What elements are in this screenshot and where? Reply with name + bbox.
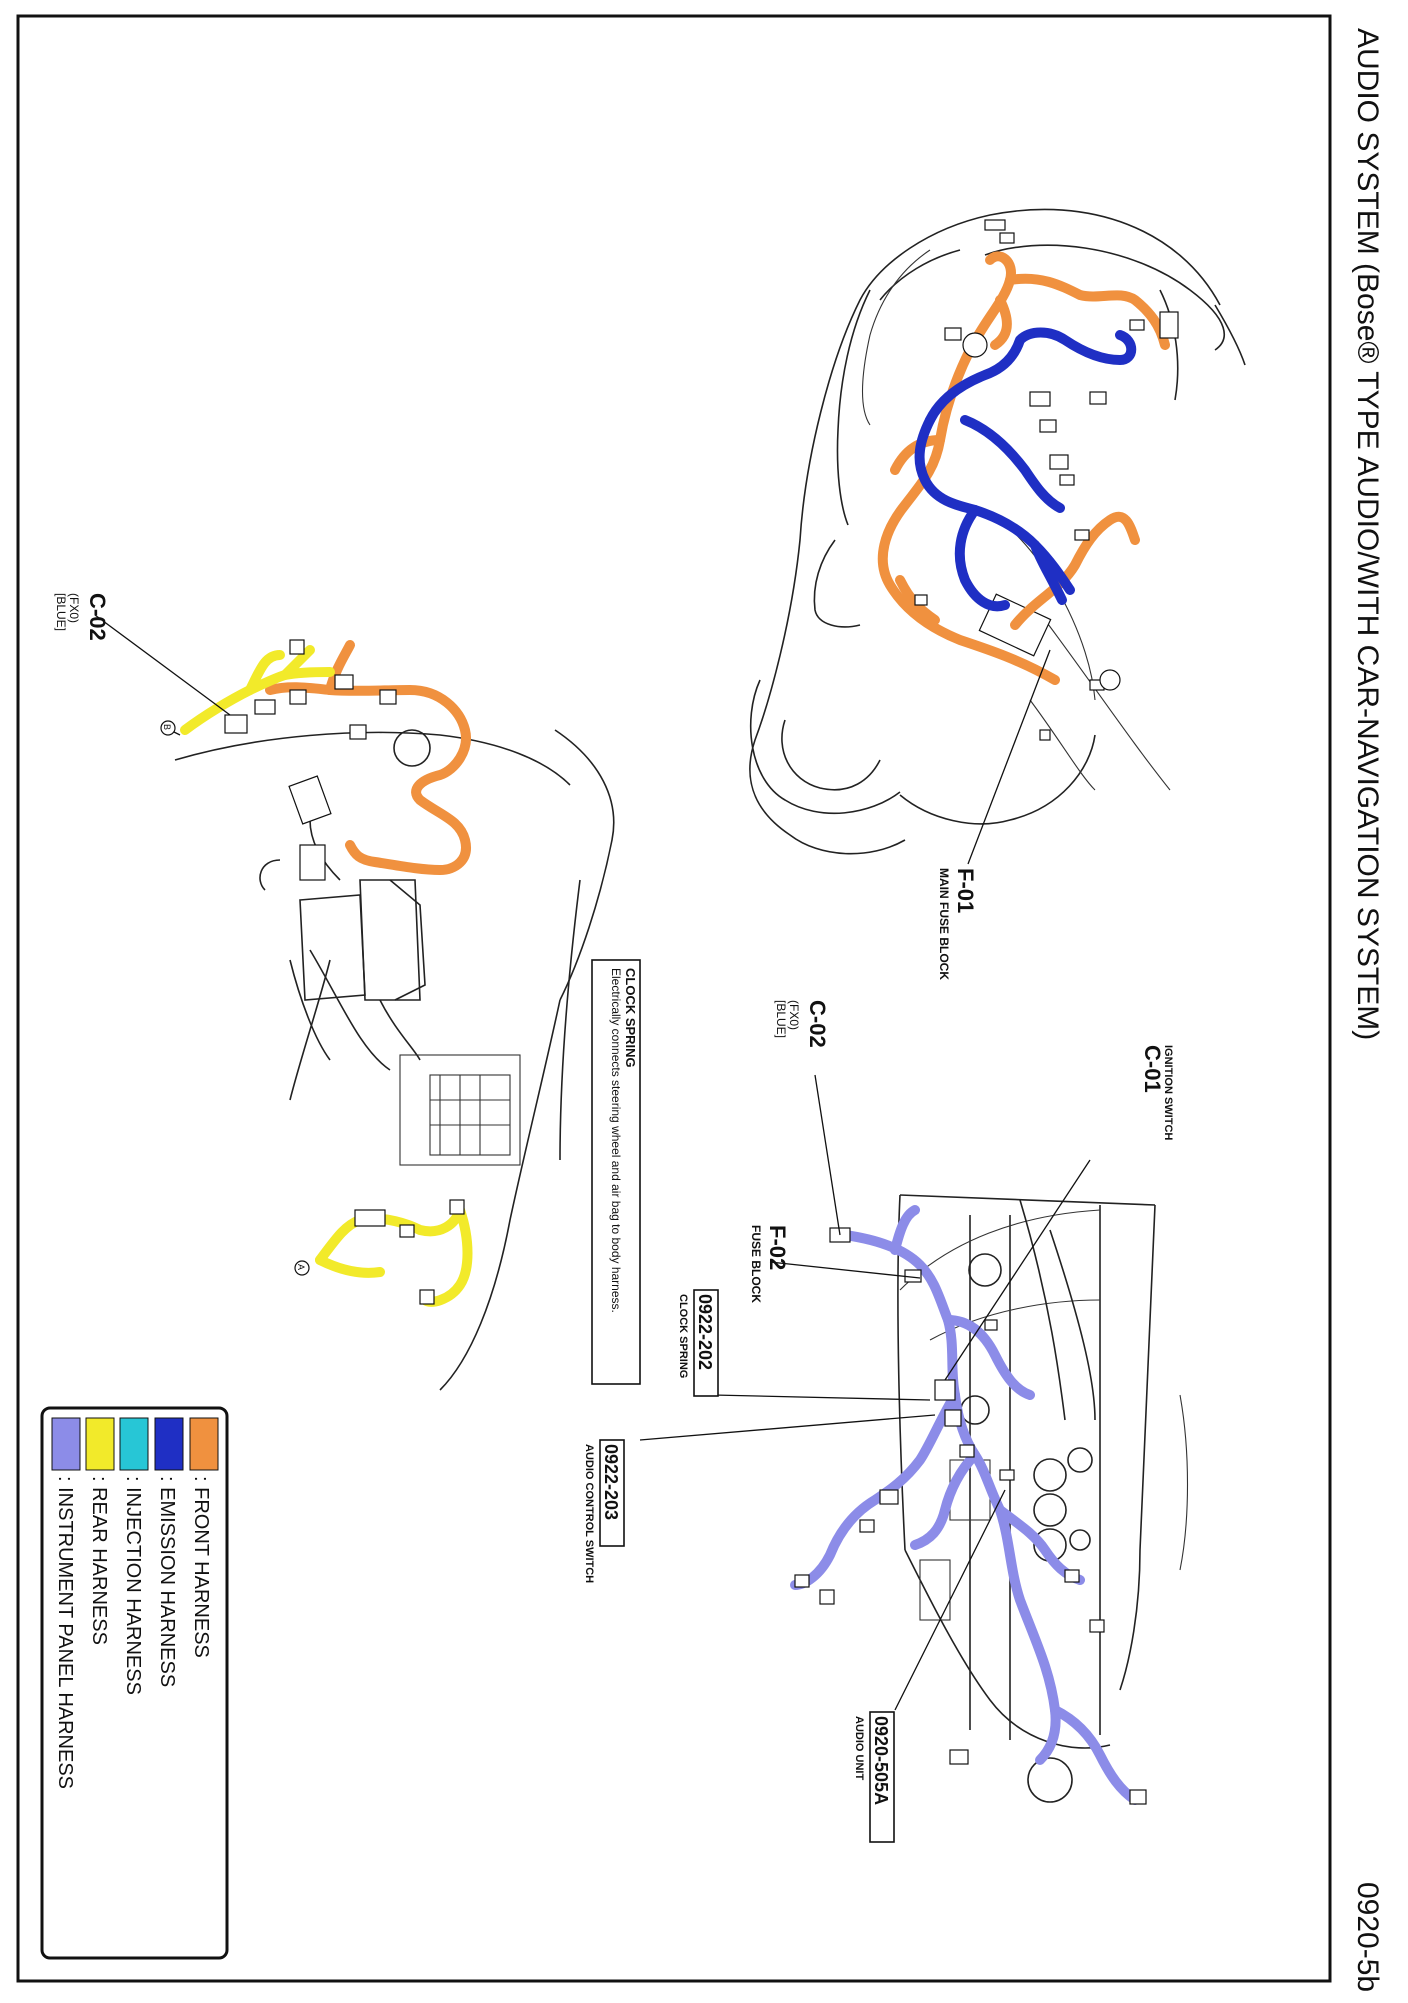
c02-top-code: C-02	[805, 1000, 830, 1048]
c02-top-sub1: (FX0)	[787, 1000, 801, 1030]
clock-spring-note-title: CLOCK SPRING	[623, 968, 638, 1068]
c02-left-leader	[94, 614, 231, 716]
f01-label: MAIN FUSE BLOCK	[937, 868, 951, 980]
au505-label: AUDIO UNIT	[853, 1716, 865, 1780]
au505-box	[869, 1711, 895, 1843]
au505-code: 0920-505A	[871, 1716, 891, 1805]
legend-label-instrument-panel: : INSTRUMENT PANEL HARNESS	[54, 1476, 76, 1789]
cs202-label: CLOCK SPRING	[677, 1294, 689, 1378]
acs203-code: 0922-203	[601, 1444, 621, 1520]
legend-label-rear: : REAR HARNESS	[88, 1476, 110, 1645]
c02-left-sub2: [BLUE]	[54, 593, 68, 631]
c02-left-sub1: (FX0)	[67, 593, 81, 623]
f02-code: F-02	[765, 1225, 790, 1270]
acs203-leader	[639, 1414, 936, 1441]
legend-label-front: : FRONT HARNESS	[190, 1476, 212, 1658]
c01-label: IGNITION SWITCH	[1162, 1045, 1174, 1140]
acs203-box	[599, 1439, 625, 1547]
marker-b-label: B	[162, 724, 172, 730]
f02-label: FUSE BLOCK	[749, 1225, 763, 1303]
engine-compartment-illustration	[749, 208, 1246, 855]
cs202-code: 0922-202	[695, 1294, 715, 1370]
legend-swatch-rear	[85, 1417, 115, 1471]
cs202-box	[693, 1289, 719, 1397]
page-title: AUDIO SYSTEM (Bose® TYPE AUDIO/WITH CAR-…	[1351, 28, 1384, 1040]
f01-code: F-01	[953, 868, 978, 913]
page-frame	[16, 14, 1332, 1983]
marker-a	[294, 1260, 310, 1276]
legend-swatch-front	[189, 1417, 219, 1471]
clock-spring-note-box	[591, 959, 641, 1385]
c01-leader	[944, 1159, 1091, 1381]
c01-code: C-01	[1140, 1045, 1165, 1093]
legend-swatch-injection	[119, 1417, 149, 1471]
acs203-label: AUDIO CONTROL SWITCH	[583, 1444, 595, 1583]
legend-label-injection: : INJECTION HARNESS	[122, 1476, 144, 1695]
legend-label-emission: : EMISSION HARNESS	[156, 1476, 178, 1687]
marker-b	[160, 720, 176, 736]
c02-top-sub2: [BLUE]	[774, 1000, 788, 1038]
harness-legend: : FRONT HARNESS : EMISSION HARNESS : INJ…	[40, 1406, 229, 1960]
legend-swatch-emission	[154, 1417, 184, 1471]
clock-spring-note-text: Electrically connects steering wheel and…	[609, 968, 623, 1313]
steering-column-illustration	[174, 639, 615, 1391]
marker-a-label: A	[296, 1264, 306, 1270]
legend-box	[40, 1406, 229, 1960]
legend-swatch-instrument-panel	[51, 1417, 81, 1471]
c02-top-leader	[814, 1074, 841, 1236]
c02-left-code: C-02	[85, 593, 110, 641]
f02-leader	[769, 1261, 921, 1279]
au505-leader	[894, 1489, 1006, 1711]
cs202-leader	[712, 1394, 931, 1401]
page-code: 0920-5b	[1351, 1882, 1384, 1992]
instrument-panel-illustration	[790, 1194, 1189, 1805]
f01-leader	[967, 649, 1051, 865]
